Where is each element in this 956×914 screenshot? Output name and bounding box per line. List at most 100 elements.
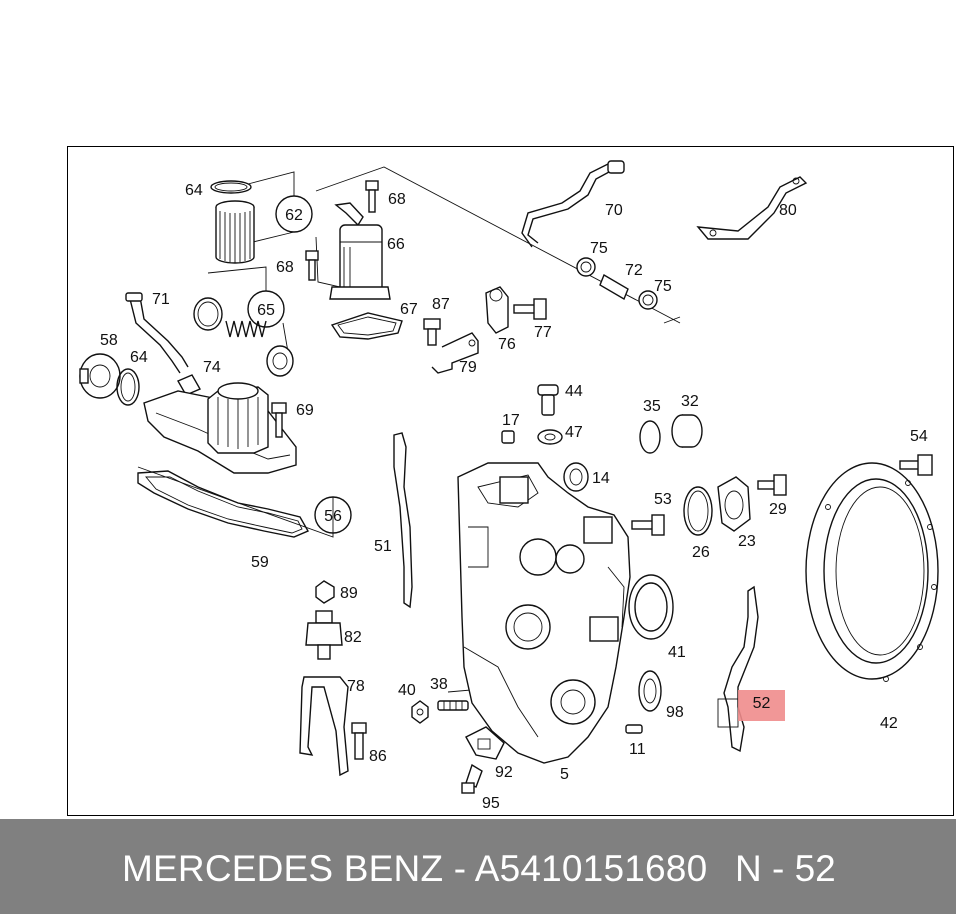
label-67: 67: [400, 301, 418, 318]
label-23: 23: [738, 533, 756, 550]
seal-65: [266, 345, 294, 377]
label-98: 98: [666, 704, 684, 721]
oring-26: [683, 486, 713, 536]
gasket-67: [330, 312, 403, 340]
gasket-59: [137, 470, 309, 538]
label-69: 69: [296, 402, 314, 419]
dowel-11: [625, 724, 643, 734]
bolt-68b: [305, 250, 319, 281]
label-40: 40: [398, 682, 416, 699]
label-26: 26: [692, 544, 710, 561]
parts-diagram: 62 65 56: [79, 160, 939, 812]
label-51: 51: [374, 538, 392, 555]
flange-23: [717, 476, 751, 532]
hose-72: [599, 273, 629, 301]
label-80: 80: [779, 202, 797, 219]
callout-62: 62: [275, 195, 313, 233]
plug-44: [537, 384, 559, 416]
label-70: 70: [605, 202, 623, 219]
label-89: 89: [340, 585, 358, 602]
seal-98: [638, 670, 662, 712]
bolt-68a: [365, 180, 379, 213]
stud-38: [437, 700, 469, 711]
clip-76: [485, 286, 509, 334]
label-42: 42: [880, 715, 898, 732]
label-64a: 64: [185, 182, 203, 199]
bolt-29: [757, 474, 787, 496]
flange-58: [79, 353, 121, 399]
label-77: 77: [534, 324, 552, 341]
label-32: 32: [681, 393, 699, 410]
bracket-79: [431, 332, 479, 374]
label-79: 79: [459, 359, 477, 376]
label-29: 29: [769, 501, 787, 518]
label-14: 14: [592, 470, 610, 487]
label-78: 78: [347, 678, 365, 695]
bushing-32: [671, 414, 703, 448]
oil-module-housing: [143, 382, 297, 474]
label-87: 87: [432, 296, 450, 313]
label-64b: 64: [130, 349, 148, 366]
bolt-54: [899, 454, 933, 476]
dowel-17: [501, 430, 515, 444]
clip-75a: [576, 257, 596, 277]
footer-ref: N - 52: [735, 848, 836, 889]
pipe-70: [521, 160, 625, 248]
gasket-92: [465, 726, 505, 760]
bracket-80: [696, 176, 808, 240]
label-17: 17: [502, 412, 520, 429]
label-58: 58: [100, 332, 118, 349]
callout-65-text: 65: [257, 302, 275, 319]
label-54: 54: [910, 428, 928, 445]
label-47: 47: [565, 424, 583, 441]
label-92: 92: [495, 764, 513, 781]
filter-housing-66: [329, 202, 391, 300]
label-66: 66: [387, 236, 405, 253]
label-76: 76: [498, 336, 516, 353]
engine-mount-82: [305, 610, 343, 660]
seal-14: [563, 462, 589, 492]
oring-64a: [210, 180, 252, 194]
label-35: 35: [643, 398, 661, 415]
label-74: 74: [203, 359, 221, 376]
hose-71: [125, 292, 189, 374]
bolt-95: [461, 763, 483, 794]
label-82: 82: [344, 629, 362, 646]
bracket-78: [299, 676, 349, 777]
oring-64b: [116, 368, 140, 406]
label-68b: 68: [276, 259, 294, 276]
seal-41: [628, 574, 674, 640]
gasket-52: [717, 585, 759, 753]
label-72: 72: [625, 262, 643, 279]
highlight-box-52: [738, 690, 785, 721]
label-38: 38: [430, 676, 448, 693]
label-86: 86: [369, 748, 387, 765]
label-95: 95: [482, 795, 500, 812]
bolt-87: [423, 318, 441, 346]
washer-47: [537, 429, 563, 445]
label-75b: 75: [654, 278, 672, 295]
nut-40: [411, 700, 429, 724]
footer-title: MERCEDES BENZ - A5410151680: [122, 848, 708, 889]
label-59: 59: [251, 554, 269, 571]
footer-bar: [0, 819, 956, 914]
bolt-69: [271, 402, 287, 438]
label-11: 11: [629, 741, 646, 758]
seal-ring-42: [805, 462, 939, 682]
clip-74: [177, 374, 201, 396]
ring-35: [639, 420, 661, 454]
label-5: 5: [560, 766, 569, 783]
label-68a: 68: [388, 191, 406, 208]
bolt-86: [351, 722, 367, 760]
clip-75b: [638, 290, 658, 310]
label-44: 44: [565, 383, 583, 400]
bolt-77: [513, 298, 547, 320]
nut-89: [315, 580, 335, 604]
callout-62-text: 62: [285, 207, 303, 224]
diagram-frame: 62 65 56: [67, 146, 954, 816]
bolt-53: [631, 514, 665, 536]
spring-65: [225, 320, 267, 338]
timing-case-5: [457, 462, 631, 764]
filter-element-62: [215, 200, 255, 264]
label-53: 53: [654, 491, 672, 508]
